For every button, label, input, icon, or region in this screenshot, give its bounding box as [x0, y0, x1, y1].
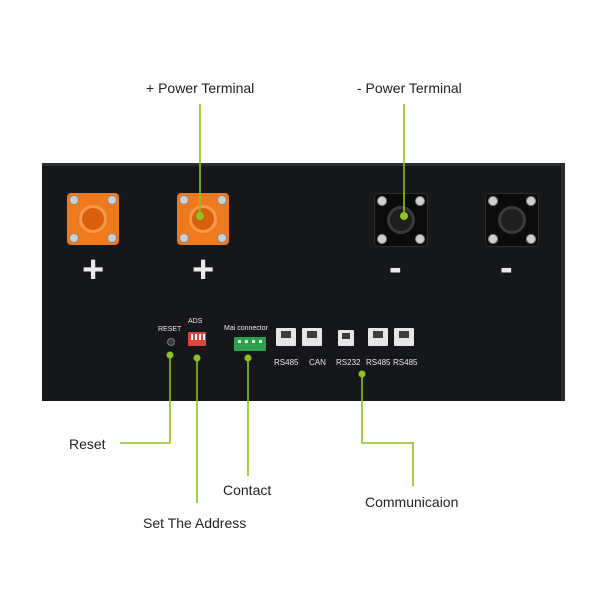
terminal-socket: [498, 206, 526, 234]
bolt-icon: [69, 195, 79, 205]
mai-connector-label: Mai connector: [224, 325, 268, 332]
panel-right-edge: [561, 163, 565, 401]
port-label-rs485-1: RS485: [274, 358, 299, 367]
bolt-icon: [69, 233, 79, 243]
bolt-icon: [488, 234, 498, 244]
bolt-icon: [217, 195, 227, 205]
minus-terminal-2: [485, 193, 539, 247]
bolt-icon: [179, 233, 189, 243]
can-port[interactable]: [302, 328, 322, 346]
ads-label: ADS: [188, 318, 203, 325]
bolt-icon: [415, 196, 425, 206]
plus-sign-1: +: [82, 249, 105, 291]
callout-minus-power-terminal: - Power Terminal: [357, 80, 462, 96]
callout-communication: Communicaion: [365, 494, 459, 510]
bolt-icon: [107, 195, 117, 205]
plus-sign-2: +: [192, 249, 215, 291]
port-label-rs485-3: RS485: [393, 358, 418, 367]
rs232-port[interactable]: [338, 330, 354, 346]
reset-button[interactable]: [167, 338, 175, 346]
contact-connector[interactable]: [234, 337, 266, 351]
port-label-can: CAN: [309, 358, 326, 367]
bolt-icon: [377, 234, 387, 244]
port-label-rs232: RS232: [336, 358, 361, 367]
minus-terminal-1: [374, 193, 428, 247]
minus-sign-1: -: [389, 247, 402, 289]
bolt-icon: [107, 233, 117, 243]
bolt-icon: [179, 195, 189, 205]
bolt-icon: [526, 234, 536, 244]
rs485-port-3[interactable]: [394, 328, 414, 346]
bolt-icon: [377, 196, 387, 206]
callout-plus-power-terminal: + Power Terminal: [146, 80, 255, 96]
port-label-rs485-2: RS485: [366, 358, 391, 367]
callout-reset: Reset: [69, 436, 106, 452]
terminal-socket: [79, 205, 107, 233]
bolt-icon: [217, 233, 227, 243]
plus-terminal-2: [177, 193, 229, 245]
bolt-icon: [526, 196, 536, 206]
callout-set-the-address: Set The Address: [143, 515, 247, 531]
plus-terminal-1: [67, 193, 119, 245]
reset-label: RESET: [158, 326, 182, 333]
rs485-port-1[interactable]: [276, 328, 296, 346]
terminal-socket: [387, 206, 415, 234]
rs485-port-2[interactable]: [368, 328, 388, 346]
battery-front-panel: + + - - RESET ADS Mai connector RS485 CA…: [42, 163, 565, 401]
address-dip-switch[interactable]: [188, 332, 206, 346]
terminal-socket: [189, 205, 217, 233]
minus-sign-2: -: [500, 247, 513, 289]
bolt-icon: [415, 234, 425, 244]
bolt-icon: [488, 196, 498, 206]
callout-contact: Contact: [223, 482, 272, 498]
panel-top-edge: [42, 163, 565, 166]
